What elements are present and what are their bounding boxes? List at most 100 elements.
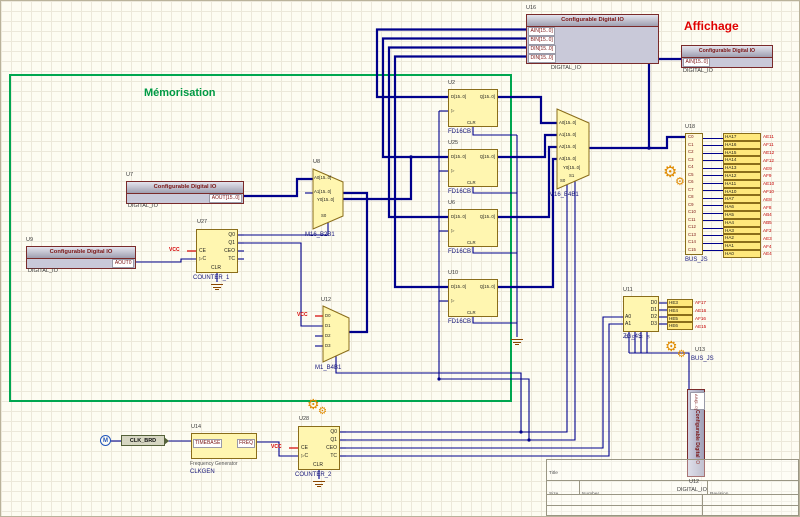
memorisation-label: Mémorisation (144, 87, 216, 99)
d0-pin: D0 (651, 300, 657, 306)
fpga-pin: AB4 (763, 212, 772, 217)
zg-4s[interactable]: D0 D1 D2 D3 A0 A1 (623, 296, 659, 332)
net-label[interactable]: HA15 (723, 149, 761, 157)
net-label-row: HE5 AF16 (667, 315, 733, 323)
register-fd16cb[interactable]: D[15..0] Q[15..0] CLR (448, 89, 498, 127)
gnd-symbol[interactable] (511, 338, 523, 345)
register-fd16cb[interactable]: D[15..0] Q[15..0] CLR (448, 149, 498, 187)
fpga-pin: AF10 (763, 189, 774, 194)
net-label[interactable]: HA10 (723, 188, 761, 196)
gnd-symbol[interactable] (313, 480, 325, 487)
net-label-row: HA12 AF9 (723, 172, 799, 180)
gear-icon[interactable]: ⚙ (318, 407, 327, 417)
d-pin: D[15..0] (451, 94, 466, 99)
net-label[interactable]: HE6 (667, 322, 693, 330)
net-label[interactable]: HA13 (723, 164, 761, 172)
net-label[interactable]: HA5 (723, 211, 761, 219)
ceo-pin: CEO (326, 445, 337, 451)
splitter-pin: C2 (686, 149, 702, 157)
title-block: Title Size A4 Number Revision Date 2/27/… (546, 459, 799, 516)
fpga-pin: AE15 (695, 324, 706, 329)
affichage-label: Affichage (684, 19, 739, 33)
u8-sel: S0 (321, 213, 326, 218)
fpga-pin: AE11 (763, 134, 774, 139)
gear-icon[interactable]: ⚙ (677, 350, 686, 360)
frequency-generator[interactable]: TIMEBASE FREQ (191, 433, 257, 459)
register-fd16cb[interactable]: D[15..0] Q[15..0] CLR (448, 279, 498, 317)
wire-net-label[interactable]: I2 (631, 335, 636, 339)
splitter-pin: C4 (686, 164, 702, 172)
net-label-row: HA0 AE4 (723, 250, 799, 258)
a1-pin: A1 (625, 321, 631, 327)
net-marker[interactable]: M (100, 435, 111, 446)
muxbig-in2: A2[15..0] (559, 144, 576, 149)
splitter-type: BUS_JS (685, 257, 708, 263)
bus-splitter[interactable]: C0C1C2C3C4C5C6C7C8C9C10C11C12C13C14C15 (685, 133, 703, 255)
wire-net-label[interactable]: I3 (624, 335, 629, 339)
net-label[interactable]: HE5 (667, 315, 693, 323)
freq-pin: FREQ (237, 439, 255, 448)
display-title: Configurable Digital IO (682, 46, 772, 58)
net-label[interactable]: HA0 (723, 250, 761, 258)
net-label[interactable]: HA3 (723, 227, 761, 235)
q-pin: Q[15..0] (480, 154, 495, 159)
u9-ref: U9 (26, 237, 33, 243)
title-row: Title (547, 460, 798, 480)
d-pin: D[15..0] (451, 214, 466, 219)
counter-2[interactable]: Q0 Q1 CE CEO C TC CLR (298, 426, 340, 470)
register-fd16cb[interactable]: D[15..0] Q[15..0] CLR (448, 209, 498, 247)
u8-type: M16_B2B1 (305, 232, 335, 238)
pin-name: AOUT0 (112, 259, 134, 268)
net-label[interactable]: HA2 (723, 234, 761, 242)
u27-type: COUNTER_1 (193, 275, 229, 281)
display-digital-io[interactable]: Configurable Digital IO AIN[15..0] (681, 45, 773, 68)
net-label-row: HE6 AE15 (667, 322, 733, 330)
counter-1[interactable]: Q0 Q1 CE CEO C TC CLR (196, 229, 238, 273)
pin-name: AIN[15..0] (683, 58, 710, 67)
q-pin: Q[15..0] (480, 284, 495, 289)
q-pin: Q[15..0] (480, 214, 495, 219)
net-label[interactable]: HA12 (723, 172, 761, 180)
gnd-symbol[interactable] (211, 283, 223, 290)
vcc-port[interactable]: VCC (169, 247, 180, 253)
gear-icon[interactable]: ⚙ (665, 339, 678, 353)
clock-pin-icon (451, 298, 454, 304)
d1-pin: D1 (651, 307, 657, 313)
net-label-row: HA14 AF12 (723, 156, 799, 164)
net-label[interactable]: HA17 (723, 133, 761, 141)
q0-pin: Q0 (228, 232, 235, 238)
net-label-row: HA10 AF10 (723, 188, 799, 196)
net-label[interactable]: HA16 (723, 141, 761, 149)
q-pin: Q[15..0] (480, 94, 495, 99)
u12mux-in2: D2 (325, 333, 331, 338)
clk-brd-port[interactable]: CLK_BRD (121, 435, 165, 446)
net-label[interactable]: HA4 (723, 219, 761, 227)
wire-net-label[interactable]: I1 (638, 335, 643, 339)
vcc-port[interactable]: VCC (271, 444, 282, 450)
net-label[interactable]: HA6 (723, 203, 761, 211)
timebase-pin: TIMEBASE (193, 439, 222, 448)
net-label-row: HA11 AE10 (723, 180, 799, 188)
bus-net-labels: HA17 AE11 HA16 AF11 HA15 AE12 HA14 AF12 … (723, 133, 799, 255)
net-label[interactable]: HE4 (667, 307, 693, 315)
vcc-port[interactable]: VCC (297, 312, 308, 318)
u7-digital-io[interactable]: Configurable Digital IO AOUT[15..0] (126, 181, 244, 204)
fpga-pin: AF4 (763, 244, 771, 249)
u12mux-in0: D0 (325, 313, 331, 318)
net-label[interactable]: HA14 (723, 156, 761, 164)
net-label[interactable]: HE3 (667, 299, 693, 307)
net-label[interactable]: HA7 (723, 195, 761, 203)
u16-digital-io[interactable]: Configurable Digital IO AIN[15..0] BIN[1… (526, 14, 659, 64)
io-pin-row: AOUT0 (27, 259, 135, 268)
file-drawn-row: File C:\Users\..\Circuit2.SchDoc Drawn B… (547, 505, 798, 517)
wire-net-label[interactable]: I0 (646, 335, 651, 339)
u7-ref: U7 (126, 172, 133, 178)
net-label[interactable]: HA11 (723, 180, 761, 188)
pin-name: AOUT[15..0] (209, 194, 242, 203)
clock-pin-icon (451, 168, 454, 174)
net-label[interactable]: HA1 (723, 242, 761, 250)
net-label-row: HA2 AE3 (723, 234, 799, 242)
u9-digital-io[interactable]: Configurable Digital IO AOUT0 (26, 246, 136, 269)
gear-icon[interactable]: ⚙ (675, 177, 685, 188)
date-sheet-row: Date 2/27/2013 Sheet of (547, 494, 798, 505)
